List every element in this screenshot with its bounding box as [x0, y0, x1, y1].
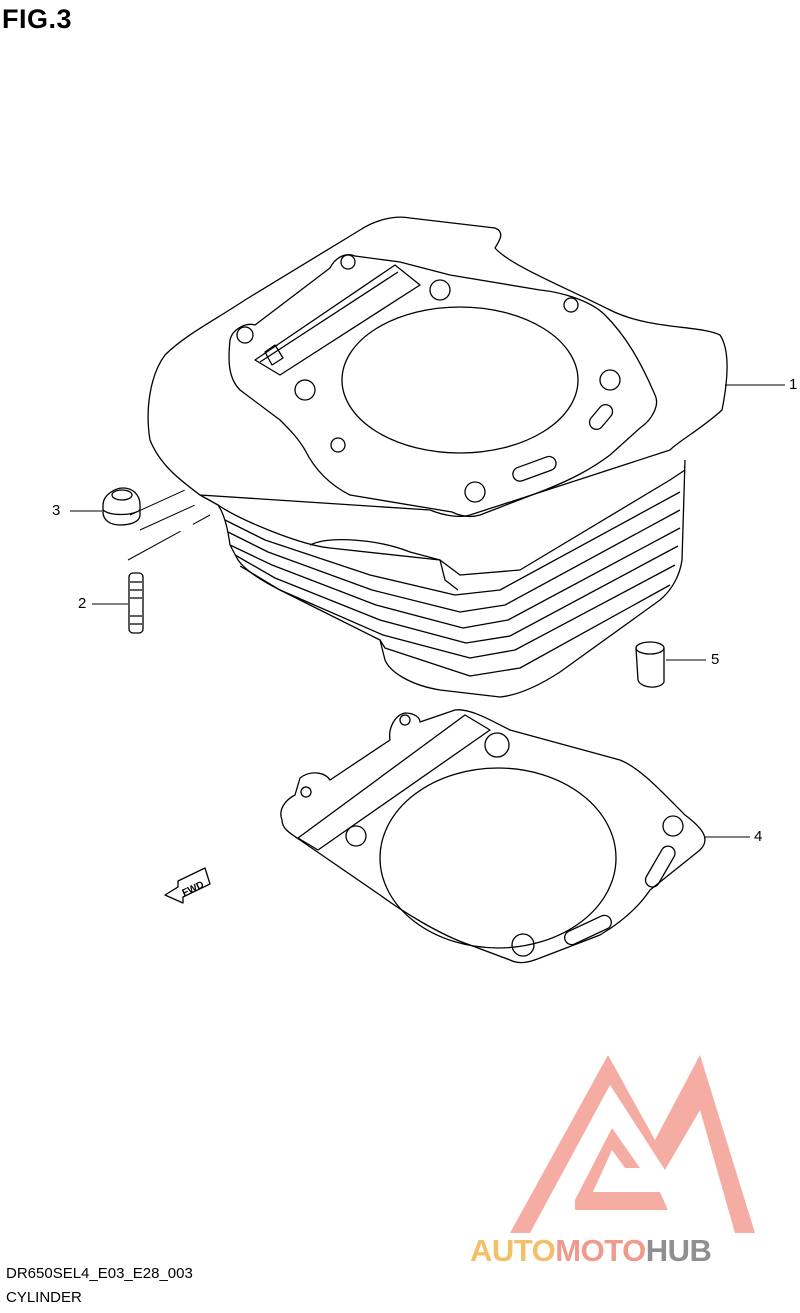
diagram-code: DR650SEL4_E03_E28_003: [6, 1265, 193, 1282]
watermark-text: AUTOMOTOHUB: [470, 1233, 712, 1269]
watermark-logo-icon: [510, 1055, 755, 1233]
callout-1: 1: [789, 376, 798, 393]
assembly-dash-lines: [127, 489, 211, 561]
cylinder-base-gasket-part: [280, 709, 706, 964]
leader-lines: [70, 384, 785, 838]
callout-3: 3: [52, 502, 61, 519]
fwd-label: FWD: [181, 879, 206, 899]
watermark-hub: HUB: [645, 1233, 712, 1268]
watermark-auto: AUTO: [470, 1233, 556, 1268]
stud-bolt-part: [128, 572, 144, 634]
dowel-pin-part: [635, 641, 665, 688]
cylinder-part: [147, 216, 728, 698]
nut-part: [102, 487, 141, 526]
callout-5: 5: [711, 651, 720, 668]
callout-4: 4: [754, 828, 763, 845]
watermark-moto: MOTO: [555, 1233, 646, 1268]
figure-title: FIG.3: [2, 4, 73, 34]
diagram-caption: CYLINDER: [6, 1289, 82, 1306]
callout-2: 2: [78, 595, 87, 612]
forward-arrow-icon: [164, 867, 211, 904]
